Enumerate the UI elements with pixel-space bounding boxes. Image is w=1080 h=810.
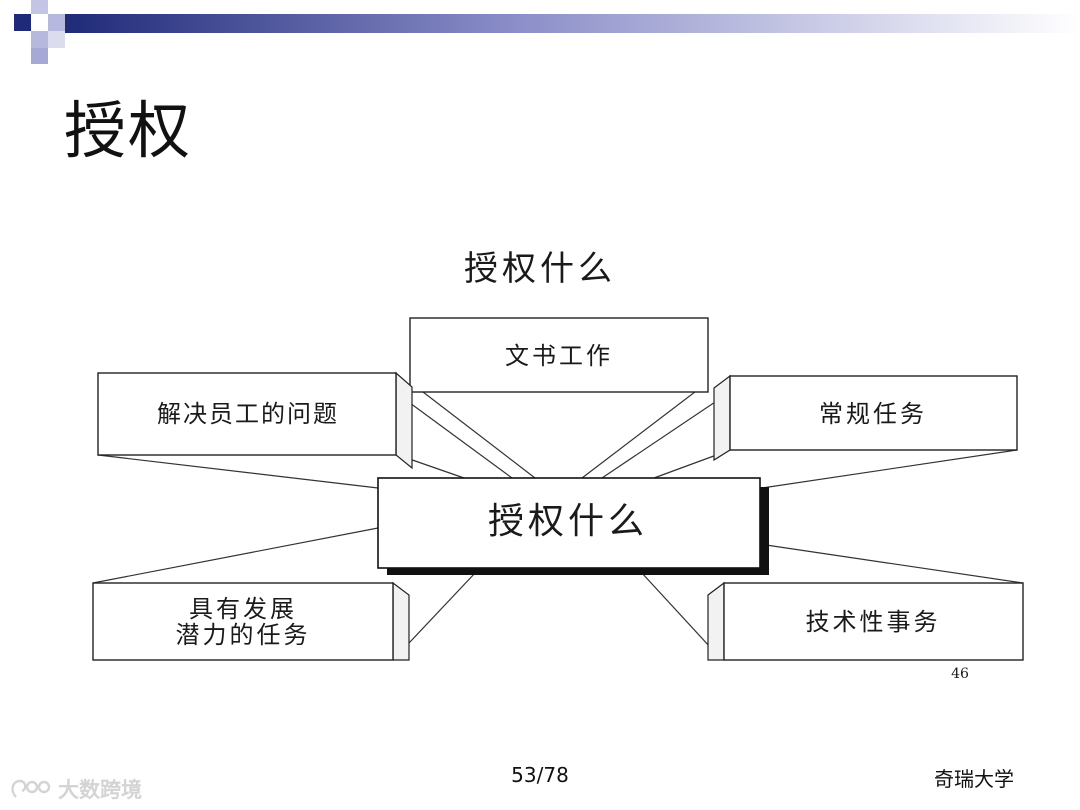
lower-left-box-label-line1: 具有发展 (189, 595, 297, 623)
lower-left-box (92, 582, 394, 661)
organization-name: 奇瑞大学 (934, 767, 1014, 791)
header-square-lavender (31, 0, 48, 14)
header-square-lavender (31, 48, 48, 64)
header-band (14, 0, 1080, 64)
upper-right-box-side (713, 374, 731, 462)
slide-title: 授权 (64, 94, 193, 167)
watermark-text: 大数跨境 (58, 778, 142, 802)
center-box-label: 授权什么 (488, 501, 648, 542)
lower-right-box-side (707, 581, 725, 661)
lower-right-box-label: 技术性事务 (806, 608, 941, 636)
connector-line (92, 527, 379, 584)
header-square-lavender (48, 14, 65, 31)
watermark: 大数跨境 (8, 776, 142, 802)
diagram-heading: 授权什么 (464, 249, 616, 289)
figure-number: 46 (951, 666, 969, 682)
lower-right-box (723, 582, 1024, 661)
header-gradient-bar (64, 14, 1080, 33)
upper-right-box (729, 375, 1018, 451)
upper-left-box-label: 解决员工的问题 (157, 400, 339, 428)
page-number: 53/78 (511, 763, 569, 787)
top-box (409, 317, 709, 393)
lower-left-box-label-line2: 潜力的任务 (176, 621, 311, 649)
header-square-navy (14, 14, 31, 31)
connector-line (581, 381, 709, 479)
connector-line (409, 381, 536, 479)
connector-line (394, 391, 513, 479)
watermark-logo-icon (11, 779, 51, 798)
upper-right-box-label: 常规任务 (819, 400, 927, 428)
connector-line (761, 449, 1018, 489)
center-box (377, 477, 761, 569)
connector-line (97, 454, 379, 489)
upper-left-box (97, 372, 397, 456)
header-square-pale (48, 31, 65, 48)
upper-left-box-side (395, 371, 413, 470)
header-square-lavender (31, 31, 48, 48)
connector-line (765, 544, 1024, 584)
connector-line (601, 391, 731, 479)
top-box-label: 文书工作 (505, 342, 613, 370)
lower-left-box-side (392, 581, 410, 661)
